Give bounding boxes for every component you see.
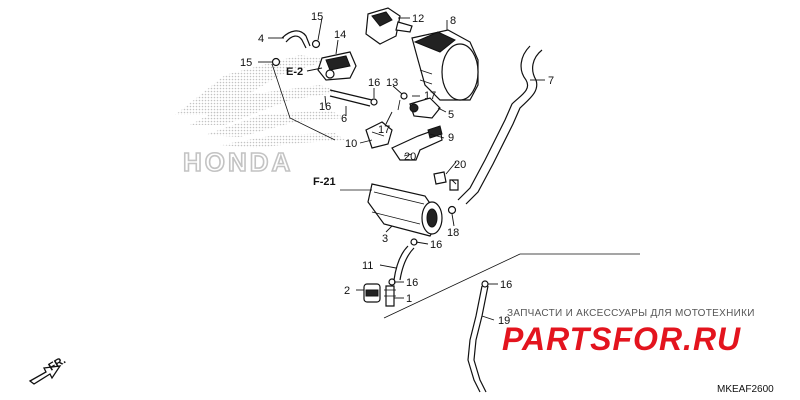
part-4-hose xyxy=(281,30,311,47)
callout-16-a: 16 xyxy=(368,77,380,89)
honda-wordmark: HONDA xyxy=(183,147,293,177)
part-6-hose xyxy=(329,89,373,101)
callout-17-a: 17 xyxy=(424,90,436,102)
honda-wing-watermark: HONDA xyxy=(175,55,345,178)
part-20-bolts xyxy=(433,171,459,191)
front-arrow-icon xyxy=(28,365,62,385)
callout-labels: 15 12 8 4 14 15 E-2 16 13 17 16 5 6 17 7… xyxy=(240,11,554,327)
part-2-cap xyxy=(363,283,381,303)
part-14-bracket xyxy=(317,51,357,81)
part-3-canister xyxy=(367,183,443,237)
part-10-bracket xyxy=(365,121,393,149)
callout-4: 4 xyxy=(258,33,264,45)
callout-9: 9 xyxy=(448,132,454,144)
part-18-clip xyxy=(447,205,457,215)
shop-tagline: ЗАПЧАСТИ И АКСЕССУАРЫ ДЛЯ МОТОТЕХНИКИ xyxy=(507,308,755,319)
callout-16-d: 16 xyxy=(406,277,418,289)
callout-1: 1 xyxy=(406,293,412,305)
part-19-hose xyxy=(467,285,483,393)
callout-18: 18 xyxy=(447,227,459,239)
parts-illustration xyxy=(271,7,640,393)
callout-20-a: 20 xyxy=(404,151,416,163)
callout-14: 14 xyxy=(334,29,346,41)
callout-16-b: 16 xyxy=(319,101,331,113)
callout-7: 7 xyxy=(548,75,554,87)
callout-12: 12 xyxy=(412,13,424,25)
callout-15-top: 15 xyxy=(311,11,323,23)
callout-2: 2 xyxy=(344,285,350,297)
callout-3: 3 xyxy=(382,233,388,245)
part-9-bracket xyxy=(391,125,443,161)
part-5-fitting xyxy=(409,97,441,119)
front-direction-indicator: FR. xyxy=(28,354,68,385)
shop-watermark: ЗАПЧАСТИ И АКСЕССУАРЫ ДЛЯ МОТОТЕХНИКИ PA… xyxy=(502,308,755,357)
callout-13: 13 xyxy=(386,77,398,89)
reference-e2: E-2 xyxy=(286,66,303,78)
part-13-joint xyxy=(397,92,408,111)
callout-6: 6 xyxy=(341,113,347,125)
callout-11: 11 xyxy=(362,260,373,272)
part-1-fitting xyxy=(384,285,396,307)
reference-f21: F-21 xyxy=(313,176,336,188)
callout-16-e: 16 xyxy=(500,279,512,291)
callout-5: 5 xyxy=(448,109,454,121)
part-12-valve xyxy=(365,7,413,45)
callout-8: 8 xyxy=(450,15,456,27)
callout-19: 19 xyxy=(498,315,510,327)
leader-lines xyxy=(258,17,545,321)
callout-15-left: 15 xyxy=(240,57,252,69)
shop-logo: PARTSFOR.RU xyxy=(502,321,741,357)
front-direction-label: FR. xyxy=(47,354,68,373)
part-8-cover xyxy=(411,29,479,101)
callout-17-b: 17 xyxy=(378,124,390,136)
part-7-hose xyxy=(457,45,531,201)
callout-20-b: 20 xyxy=(454,159,466,171)
callout-10: 10 xyxy=(345,138,357,150)
diagram-code: MKEAF2600 xyxy=(717,384,774,395)
part-11-hose xyxy=(393,245,409,281)
callout-16-c: 16 xyxy=(430,239,442,251)
